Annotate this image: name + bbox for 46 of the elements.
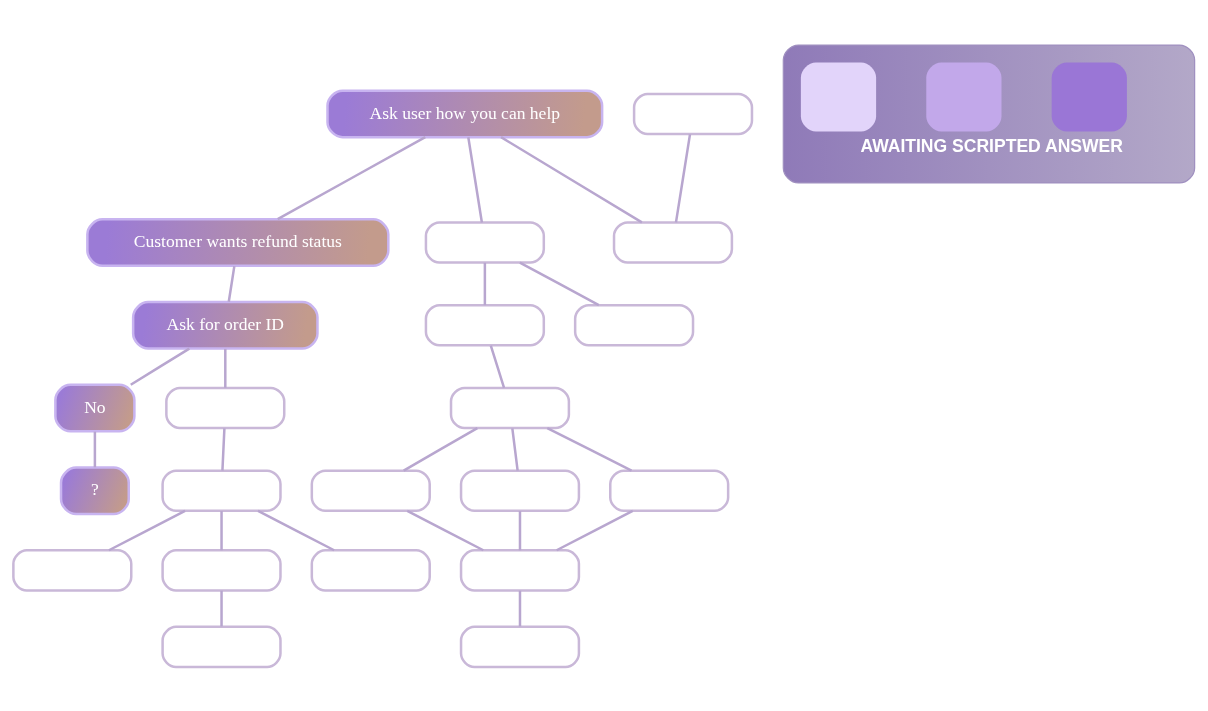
- connector: [518, 590, 522, 626]
- node-box: [632, 92, 754, 135]
- connector: [518, 510, 522, 550]
- node-box: [424, 303, 546, 347]
- node-box: [310, 548, 431, 592]
- node-box: [161, 548, 282, 592]
- connector: [221, 427, 226, 471]
- connector: [467, 136, 484, 223]
- node-box: Ask for order ID: [131, 300, 319, 350]
- connector: [483, 262, 487, 305]
- node-box: [459, 548, 581, 592]
- connector: [489, 344, 506, 388]
- node-box: [573, 303, 695, 347]
- node-box: Ask user how you can help: [326, 89, 604, 138]
- node-box: [609, 469, 730, 512]
- node-box: [310, 469, 431, 512]
- node-box: Customer wants refund status: [86, 217, 390, 267]
- node-box: [161, 469, 282, 512]
- node-box: [612, 220, 734, 264]
- connector: [220, 590, 223, 626]
- connector: [93, 431, 97, 467]
- connector: [224, 348, 227, 388]
- connector: [546, 426, 633, 472]
- connector: [277, 135, 426, 220]
- node-box: [459, 625, 581, 668]
- node-box: No: [54, 383, 136, 432]
- connector: [220, 510, 223, 550]
- node-box: ?: [59, 465, 130, 515]
- connector: [130, 347, 190, 386]
- connector: [108, 509, 186, 551]
- node-box: [12, 548, 133, 592]
- node-box: AWAITING SCRIPTED ANSWER: [782, 43, 1196, 184]
- node-box: [459, 469, 581, 512]
- node-box: [161, 625, 282, 668]
- connector: [556, 509, 634, 551]
- connector: [406, 509, 484, 551]
- connector: [257, 509, 335, 551]
- node-box: [449, 386, 571, 429]
- node-box: [165, 386, 286, 429]
- node-box: [424, 220, 546, 264]
- connector: [511, 427, 519, 471]
- connector: [227, 265, 236, 302]
- connector: [403, 426, 478, 472]
- connector: [500, 135, 643, 223]
- connector: [674, 133, 692, 223]
- connector: [519, 261, 600, 306]
